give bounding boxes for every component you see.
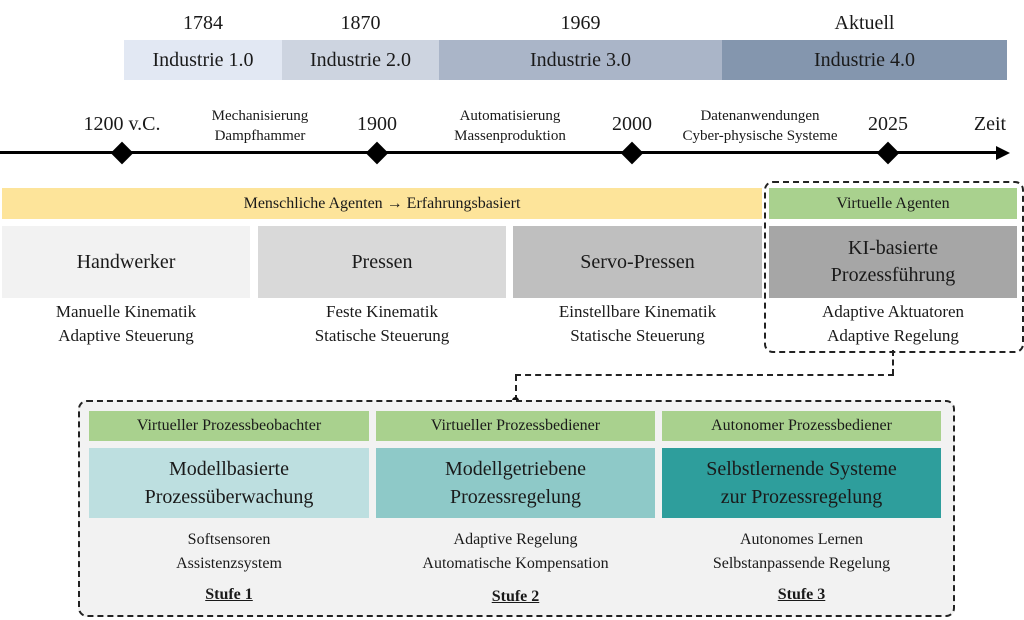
tick-label-1200: 1200 v.C. — [83, 112, 161, 135]
diamond-marker-icon — [365, 141, 389, 165]
diamond-marker-icon — [620, 141, 644, 165]
virtual-agent-dashed-frame — [764, 181, 1024, 353]
stage-2-box: Modellgetriebene Prozessregelung — [376, 448, 655, 518]
stage-title-line-2: Prozessüberwachung — [144, 486, 314, 508]
connector-vertical-bottom — [515, 375, 517, 401]
phase-line-2: Massenproduktion — [454, 128, 566, 144]
desc-line-1: Softsensoren — [187, 531, 271, 548]
desc-line-1: Einstellbare Kinematik — [558, 302, 717, 321]
desc-line-2: Statische Steuerung — [314, 326, 450, 345]
era-industrie-2: Industrie 2.0 — [282, 40, 439, 80]
era-industrie-3: Industrie 3.0 — [439, 40, 722, 80]
phase-mechanisierung: Mechanisierung Dampfhammer — [180, 106, 340, 146]
timeline-arrow-icon — [996, 146, 1010, 160]
stage-2-label: Stufe 2 — [491, 588, 540, 605]
agent-desc-servo-pressen: Einstellbare Kinematik Statische Steueru… — [513, 300, 762, 350]
stage-3-role: Autonomer Prozessbediener — [662, 411, 941, 441]
stage-title-line-2: Prozessregelung — [449, 486, 582, 508]
phase-automatisierung: Automatisierung Massenproduktion — [420, 106, 600, 146]
stage-1-box: Modellbasierte Prozessüberwachung — [89, 448, 369, 518]
desc-line-2: Adaptive Regelung — [827, 326, 959, 345]
phase-line-2: Dampfhammer — [214, 128, 306, 144]
desc-line-2: Selbstanpassende Regelung — [712, 555, 891, 572]
stage-1-role: Virtueller Prozessbeobachter — [89, 411, 369, 441]
agent-title-line-1: KI-basierte — [848, 237, 938, 259]
agent-title: Handwerker — [76, 250, 176, 273]
connector-vertical-top — [892, 350, 894, 375]
agent-title: Pressen — [351, 250, 413, 273]
desc-line-1: Adaptive Regelung — [453, 531, 578, 548]
stage-3-box: Selbstlernende Systeme zur Prozessregelu… — [662, 448, 941, 518]
desc-line-2: Automatische Kompensation — [422, 555, 609, 572]
tick-label-2025: 2025 — [868, 112, 908, 135]
desc-line-1: Manuelle Kinematik — [55, 302, 197, 321]
agent-desc-handwerker: Manuelle Kinematik Adaptive Steuerung — [2, 300, 250, 350]
stage-2-role: Virtueller Prozessbediener — [376, 411, 655, 441]
tick-label-1900: 1900 — [357, 112, 397, 135]
diamond-marker-icon — [110, 141, 134, 165]
timeline-axis — [0, 151, 1000, 154]
agent-ki-prozessfuehrung: KI-basierte Prozessführung — [769, 226, 1017, 298]
stage-3-desc: Autonomes Lernen Selbstanpassende Regelu… — [662, 528, 941, 578]
axis-label-zeit: Zeit — [973, 112, 1007, 135]
desc-line-2: Statische Steuerung — [570, 326, 705, 345]
band-human-agents: Menschliche Agenten → Erfahrungsbasiert — [2, 188, 762, 219]
agent-title: Servo-Pressen — [580, 250, 695, 273]
agent-servo-pressen: Servo-Pressen — [513, 226, 762, 298]
stage-title-line-1: Selbstlernende Systeme — [706, 458, 897, 480]
agent-desc-ki: Adaptive Aktuatoren Adaptive Regelung — [769, 300, 1017, 350]
era-year-3: 1969 — [560, 11, 601, 34]
phase-line-1: Datenanwendungen — [700, 108, 820, 124]
stage-1-label: Stufe 1 — [205, 586, 253, 603]
agent-handwerker: Handwerker — [2, 226, 250, 298]
stage-3-label: Stufe 3 — [777, 586, 826, 603]
desc-line-1: Autonomes Lernen — [739, 531, 864, 548]
connector-horizontal — [515, 374, 894, 376]
desc-line-2: Assistenzsystem — [176, 555, 282, 572]
phase-line-1: Automatisierung — [459, 108, 561, 124]
era-industrie-4: Industrie 4.0 — [722, 40, 1007, 80]
era-industrie-1: Industrie 1.0 — [124, 40, 282, 80]
agent-desc-pressen: Feste Kinematik Statische Steuerung — [258, 300, 506, 350]
stage-2-desc: Adaptive Regelung Automatische Kompensat… — [376, 528, 655, 578]
era-year-4: Aktuell — [834, 11, 895, 34]
phase-line-2: Cyber-physische Systeme — [682, 128, 838, 144]
desc-line-1: Feste Kinematik — [326, 302, 438, 321]
stage-title-line-2: zur Prozessregelung — [720, 486, 883, 508]
agent-title-line-2: Prozessführung — [830, 264, 956, 286]
stage-title-line-1: Modellgetriebene — [444, 458, 587, 480]
phase-line-1: Mechanisierung — [211, 108, 309, 124]
stage-title-line-1: Modellbasierte — [169, 458, 289, 480]
band-virtual-agents: Virtuelle Agenten — [769, 188, 1017, 219]
stage-1-desc: Softsensoren Assistenzsystem — [89, 528, 369, 578]
agent-pressen: Pressen — [258, 226, 506, 298]
era-year-2: 1870 — [340, 11, 381, 34]
phase-datenanwendungen: Datenanwendungen Cyber-physische Systeme — [660, 106, 860, 146]
desc-line-2: Adaptive Steuerung — [58, 326, 194, 345]
diamond-marker-icon — [876, 141, 900, 165]
desc-line-1: Adaptive Aktuatoren — [821, 302, 965, 321]
tick-label-2000: 2000 — [612, 112, 652, 135]
era-year-1: 1784 — [183, 11, 223, 34]
